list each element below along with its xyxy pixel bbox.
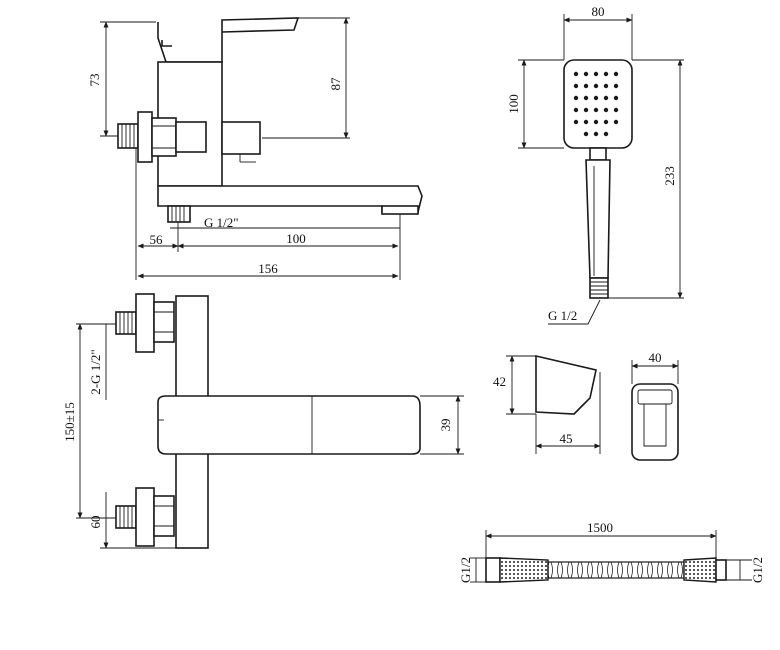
dim-1500: 1500 bbox=[587, 520, 613, 535]
dim-39: 39 bbox=[438, 419, 453, 432]
handle-lever bbox=[157, 17, 300, 63]
spout-top bbox=[157, 395, 421, 455]
diverter-knob bbox=[221, 121, 261, 155]
dim-150-15: 150±15 bbox=[62, 402, 77, 442]
dim-45: 45 bbox=[560, 431, 573, 446]
holder-side-shape bbox=[535, 354, 597, 415]
dim-shower-thread: G 1/2 bbox=[548, 308, 577, 323]
dim-80: 80 bbox=[592, 4, 605, 19]
top-view: 150±15 2-G 1/2" 60 39 bbox=[62, 293, 464, 549]
side-view: 73 87 G 1/2" 56 100 156 bbox=[87, 17, 423, 280]
dim-156: 156 bbox=[258, 261, 278, 276]
shower-nozzles bbox=[573, 71, 619, 137]
dim-87: 87 bbox=[328, 77, 343, 91]
dim-100-spout: 100 bbox=[286, 231, 306, 246]
holder-side: 42 45 bbox=[493, 354, 601, 454]
bottom-thread bbox=[167, 205, 191, 223]
hand-shower: 80 100 233 G 1/2 bbox=[506, 4, 684, 325]
dim-56: 56 bbox=[150, 232, 164, 247]
dim-60: 60 bbox=[88, 516, 103, 529]
upper-inlet-thread bbox=[115, 311, 137, 335]
holder-front: 40 bbox=[631, 350, 679, 461]
holder-front-shape bbox=[631, 383, 679, 461]
lower-inlet-thread bbox=[115, 505, 137, 529]
dim-42: 42 bbox=[493, 374, 506, 389]
dim-hose-thread-left: G1/2 bbox=[458, 557, 473, 583]
dim-100-head: 100 bbox=[506, 94, 521, 114]
dim-233: 233 bbox=[662, 166, 677, 186]
hose-coil bbox=[547, 561, 685, 579]
upper-nut bbox=[153, 301, 175, 343]
handle-thread bbox=[589, 277, 609, 299]
hose: 1500 G1/2 G1/2 bbox=[458, 520, 765, 583]
dim-73: 73 bbox=[87, 74, 102, 87]
shower-handle bbox=[585, 159, 611, 279]
inlet-thread bbox=[117, 123, 139, 149]
dim-thread-g12: G 1/2" bbox=[204, 215, 239, 230]
nut bbox=[151, 117, 177, 157]
dim-hose-thread-right: G1/2 bbox=[750, 557, 765, 583]
hose-ferrule-left bbox=[499, 557, 549, 583]
hose-nut-right bbox=[715, 559, 727, 581]
dim-40: 40 bbox=[649, 350, 662, 365]
hose-nut-left bbox=[485, 557, 501, 583]
dim-2-g12: 2-G 1/2" bbox=[88, 349, 103, 394]
hose-ferrule-right bbox=[683, 557, 717, 583]
lower-nut bbox=[153, 495, 175, 537]
